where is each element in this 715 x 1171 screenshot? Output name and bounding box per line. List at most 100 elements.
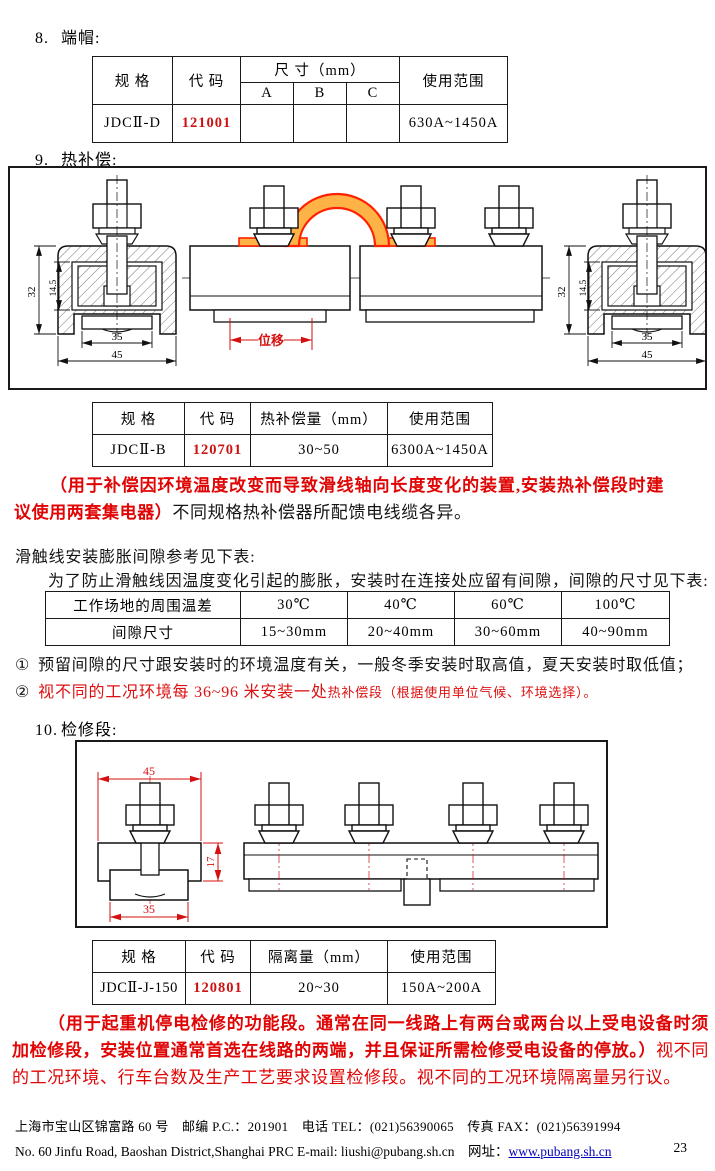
section-8-title: 端帽: (61, 30, 101, 47)
gap-size-row: 间隙尺寸 15~30mm 20~40mm 30~60mm 40~90mm (45, 618, 670, 646)
gap-table: 工作场地的周围温差 30℃ 40℃ 60℃ 100℃ 间隙尺寸 15~30mm … (45, 591, 670, 646)
dim-45-label: 45 (112, 349, 124, 361)
dim-35-label: 35 (642, 331, 654, 343)
code-cell: 120801 (185, 972, 251, 1005)
range-cell: 630A~1450A (399, 104, 509, 143)
endcap-table: 规 格 代 码 尺 寸（mm） 使用范围 A B C JDCⅡ-D 121001… (92, 56, 509, 143)
thermal-expansion-arc (283, 192, 391, 248)
footer-address-en-text: No. 60 Jinfu Road, Baoshan District,Shan… (15, 1144, 509, 1159)
dim-45-label: 45 (143, 764, 155, 778)
dim-14-5-label: 14.5 (579, 279, 589, 296)
section-8-number: 8. (35, 30, 49, 47)
compensation-cell: 30~50 (250, 434, 388, 467)
section-9-number: 9. (35, 152, 49, 169)
size-c-cell (345, 104, 401, 143)
isolation-cell: 20~30 (250, 972, 388, 1005)
col-code: 代 码 (185, 940, 251, 973)
range-cell: 6300A~1450A (387, 434, 493, 467)
isolation-piece (403, 878, 431, 906)
note-1-marker: ① (15, 657, 31, 674)
endcap-subheader-row: A B C (93, 82, 508, 105)
section-10-heading: 10.检修段: (35, 716, 117, 740)
thermal-table: 规 格 代 码 热补偿量（mm） 使用范围 JDCⅡ-B 120701 30~5… (92, 402, 493, 467)
endcap-header-row: 规 格 代 码 尺 寸（mm） 使用范围 (92, 56, 509, 105)
size-b-cell (293, 104, 347, 143)
maintenance-header-row: 规 格 代 码 隔离量（mm） 使用范围 (92, 940, 496, 973)
gap-cell: 15~30mm (240, 618, 348, 646)
col-range: 使用范围 (399, 56, 509, 105)
section-9-heading: 9. 热补偿: (35, 146, 117, 170)
page-number: 23 (673, 1140, 688, 1155)
gap-row-label: 间隙尺寸 (45, 618, 241, 646)
footer-address-cn: 上海市宝山区锦富路 60 号 邮编 P.C.：201901 电话 TEL：(02… (15, 1119, 621, 1134)
endcap-data-row: JDCⅡ-D 121001 630A~1450A (92, 104, 509, 143)
dim-35-label: 35 (143, 902, 155, 916)
maintenance-side-view (243, 782, 599, 906)
code-cell: 121001 (172, 104, 241, 143)
website-link[interactable]: www.pubang.sh.cn (508, 1144, 612, 1159)
spec-cell: JDCⅡ-B (92, 434, 185, 467)
gap-cell: 40~90mm (561, 618, 670, 646)
col-spec: 规 格 (92, 56, 173, 105)
spec-cell: JDCⅡ-D (92, 104, 173, 143)
size-a-cell (240, 104, 294, 143)
dim-32-label: 32 (556, 287, 568, 298)
dim-17-label: 17 (205, 856, 217, 868)
col-compensation: 热补偿量（mm） (250, 402, 388, 435)
footer-address-en: No. 60 Jinfu Road, Baoshan District,Shan… (15, 1140, 705, 1160)
col-size-group: 尺 寸（mm） (239, 56, 401, 83)
section-10-title: 检修段: (61, 722, 118, 739)
note-1-text: 预留间隙的尺寸跟安装时的环境温度有关，一般冬季安装时取高值，夏天安装时取低值； (38, 657, 694, 674)
col-c: C (345, 82, 401, 105)
thermal-annotation: （用于补偿因环境温度改变而导致滑线轴向长度变化的装置,安装热补偿段时建议使用两套… (14, 472, 664, 526)
note-1: ① 预留间隙的尺寸跟安装时的环境温度有关，一般冬季安装时取高值，夏天安装时取低值； (15, 651, 693, 675)
dim-14-5-label: 14.5 (49, 279, 59, 296)
thermal-compensation-drawing: 32 14.5 35 45 (8, 166, 707, 390)
thermal-annotation-black: 不同规格热补偿器所配馈电线缆各异。 (172, 503, 472, 522)
note-2-marker: ② (15, 684, 31, 701)
expansion-joint-side-view: 位移 (182, 185, 550, 350)
spec-cell: JDCⅡ-J-150 (92, 972, 186, 1005)
gap-cell: 20~40mm (347, 618, 455, 646)
col-b: B (293, 82, 347, 105)
col-a: A (240, 82, 294, 105)
section-10-number: 10. (35, 722, 58, 739)
thermal-data-row: JDCⅡ-B 120701 30~50 6300A~1450A (92, 434, 493, 467)
maintenance-annotation-regular: 视不同的工况环境、行车台数及生产工艺要求设置检修段。视不同的工况环境隔离量另行议… (12, 1041, 709, 1087)
section-8-heading: 8. 端帽: (35, 24, 100, 48)
col-isolation: 隔离量（mm） (250, 940, 388, 973)
maintenance-data-row: JDCⅡ-J-150 120801 20~30 150A~200A (92, 972, 496, 1005)
gap-temp-row: 工作场地的周围温差 30℃ 40℃ 60℃ 100℃ (45, 591, 670, 619)
thermal-drawing-svg: 32 14.5 35 45 (26, 168, 705, 388)
gap-intro-1: 滑触线安装膨胀间隙参考见下表: (15, 549, 256, 566)
displacement-label: 位移 (258, 333, 284, 348)
col-spec: 规 格 (92, 402, 185, 435)
rail-cross-section-left: 32 14.5 35 45 (26, 175, 176, 366)
col-spec: 规 格 (92, 940, 186, 973)
gap-cell: 30~60mm (454, 618, 562, 646)
dim-35-label: 35 (112, 331, 124, 343)
gap-row-label: 工作场地的周围温差 (45, 591, 241, 619)
thermal-annotation-red: （用于补偿因环境温度改变而导致滑线轴向长度变化的装置,安装热补偿段时建议使用两套… (14, 476, 664, 522)
note-2-text-large: 视不同的工况环境每 36~96 米安装一处 (38, 684, 328, 701)
dim-45-label: 45 (642, 349, 654, 361)
thermal-header-row: 规 格 代 码 热补偿量（mm） 使用范围 (92, 402, 493, 435)
temp-cell: 60℃ (454, 591, 562, 619)
temp-cell: 100℃ (561, 591, 670, 619)
col-code: 代 码 (184, 402, 251, 435)
maintenance-table: 规 格 代 码 隔离量（mm） 使用范围 JDCⅡ-J-150 120801 2… (92, 940, 496, 1005)
col-range: 使用范围 (387, 402, 493, 435)
rail-cross-section-right: 32 14.5 35 45 (556, 175, 705, 366)
range-cell: 150A~200A (387, 972, 496, 1005)
code-cell: 120701 (184, 434, 251, 467)
col-range: 使用范围 (387, 940, 496, 973)
maintenance-drawing-svg: 45 17 35 (97, 764, 599, 922)
maintenance-front-view: 45 17 35 (97, 764, 223, 922)
section-9-title: 热补偿: (61, 152, 118, 169)
maintenance-annotation-bold: （用于起重机停电检修的功能段。通常在同一线路上有两台或两台以上受电设备时须加检修… (12, 1014, 709, 1060)
temp-cell: 30℃ (240, 591, 348, 619)
gap-intro-2: 为了防止滑触线因温度变化引起的膨胀，安装时在连接处应留有间隙，间隙的尺寸见下表: (48, 573, 709, 590)
temp-cell: 40℃ (347, 591, 455, 619)
